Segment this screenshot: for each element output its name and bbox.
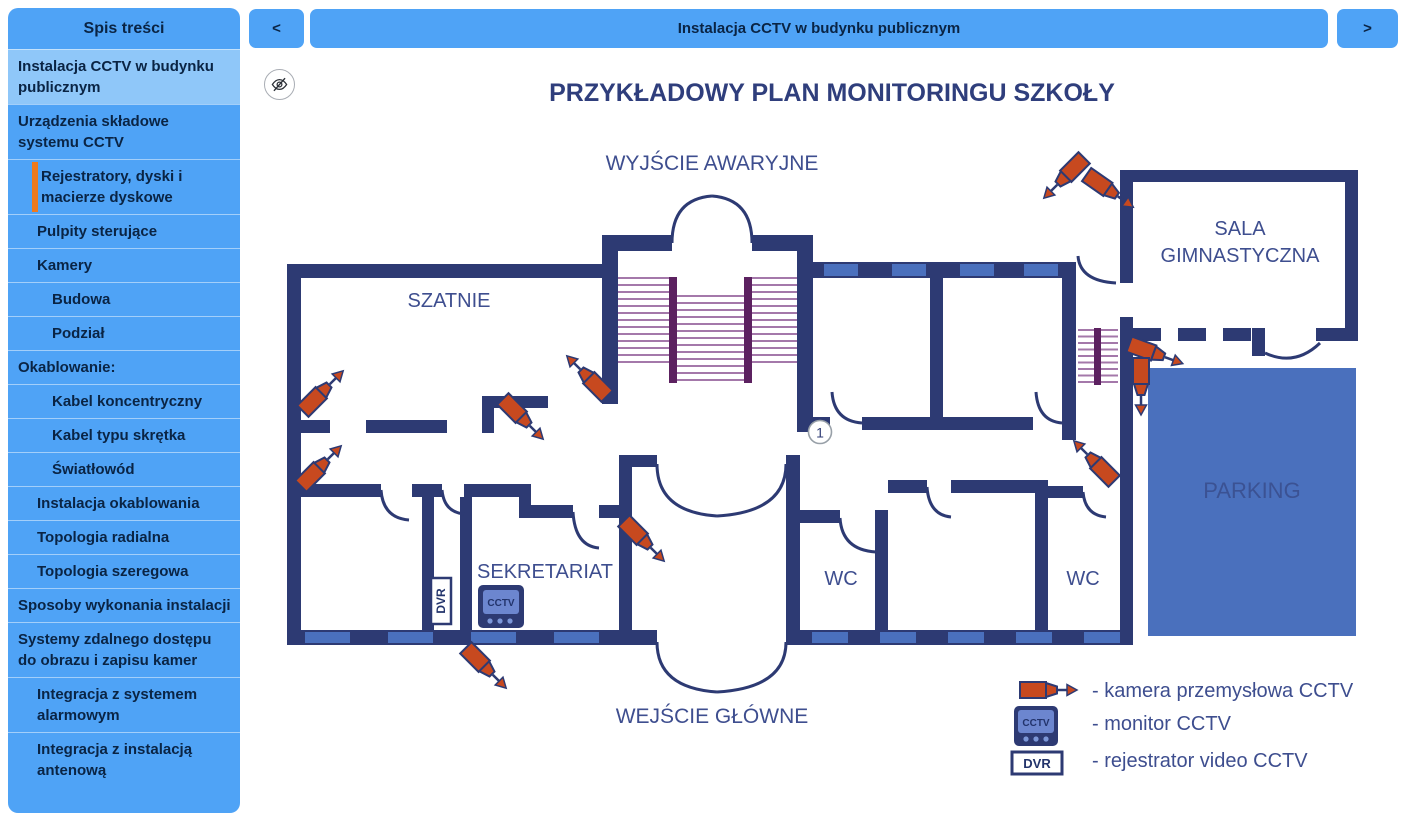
- room-label-wc-left: WC: [824, 568, 857, 590]
- sidebar-item-instalacja-cctv[interactable]: Instalacja CCTV w budynku publicznym: [8, 49, 240, 104]
- sidebar-item-okablowanie[interactable]: Okablowanie:: [8, 350, 240, 384]
- next-button[interactable]: >: [1337, 9, 1398, 48]
- cctv-monitor: CCTV: [478, 585, 524, 628]
- sidebar-item-kabel-koncentryczny[interactable]: Kabel koncentryczny: [8, 384, 240, 418]
- main-staircase: [618, 277, 797, 383]
- cctv-camera-icon: [295, 363, 351, 419]
- cctv-camera-icon: [1018, 680, 1079, 700]
- room-label-parking: PARKING: [1203, 478, 1300, 503]
- prev-button[interactable]: <: [249, 9, 304, 48]
- cctv-camera-icon: [1066, 433, 1122, 489]
- legend-monitor-screen-text: CCTV: [1022, 718, 1050, 729]
- room-label-cloakroom: SZATNIE: [408, 290, 491, 312]
- room-label-main-entrance: WEJŚCIE GŁÓWNE: [616, 704, 809, 728]
- room-label-wc-right: WC: [1066, 568, 1099, 590]
- dvr-recorder: DVR: [429, 576, 453, 626]
- sidebar-item-topologia-szeregowa[interactable]: Topologia szeregowa: [8, 554, 240, 588]
- table-of-contents-sidebar: Spis treści Instalacja CCTV w budynku pu…: [8, 8, 240, 813]
- room-label-gym-line2: GIMNASTYCZNA: [1161, 245, 1321, 267]
- room-label-emergency-exit: WYJŚCIE AWARYJNE: [606, 151, 819, 175]
- sidebar-item-instalacja-okablowania[interactable]: Instalacja okablowania: [8, 486, 240, 520]
- hide-labels-button[interactable]: [264, 69, 295, 100]
- sidebar-item-budowa[interactable]: Budowa: [8, 282, 240, 316]
- sidebar-item-integracja-antena[interactable]: Integracja z instalacją antenową: [8, 732, 240, 787]
- hotspot-1-number: 1: [816, 425, 824, 441]
- legend-dvr-label: - rejestrator video CCTV: [1092, 750, 1308, 772]
- sidebar-item-sposoby-wykonania[interactable]: Sposoby wykonania instalacji: [8, 588, 240, 622]
- cctv-camera-icon: [1036, 150, 1092, 206]
- sidebar-item-urzadzenia-skladowe[interactable]: Urządzenia składowe systemu CCTV: [8, 104, 240, 159]
- parking-area: [1148, 368, 1356, 636]
- sidebar-item-systemy-zdalnego[interactable]: Systemy zdalnego dostępu do obrazu i zap…: [8, 622, 240, 677]
- legend-dvr-box-text: DVR: [1023, 756, 1051, 771]
- toc-title: Spis treści: [83, 19, 165, 37]
- page-title-bar: Instalacja CCTV w budynku publicznym: [310, 9, 1328, 48]
- door-arcs: [379, 194, 1322, 694]
- sidebar-item-swiatlowod[interactable]: Światłowód: [8, 452, 240, 486]
- sidebar-item-topologia-radialna[interactable]: Topologia radialna: [8, 520, 240, 554]
- room-label-secretariat: SEKRETARIAT: [477, 561, 613, 583]
- legend-camera-label: - kamera przemysłowa CCTV: [1092, 680, 1354, 702]
- eye-off-icon: [271, 77, 288, 92]
- cctv-camera-icon: [458, 640, 514, 696]
- plan-title: PRZYKŁADOWY PLAN MONITORINGU SZKOŁY: [549, 79, 1115, 107]
- sidebar-item-pulpity[interactable]: Pulpity sterujące: [8, 214, 240, 248]
- monitor-screen-label: CCTV: [487, 598, 515, 609]
- sidebar-item-integracja-alarm[interactable]: Integracja z systemem alarmowym: [8, 677, 240, 732]
- dvr-label: DVR: [434, 588, 448, 614]
- cctv-camera-icon: [1131, 356, 1151, 417]
- room-label-gym-line1: SALA: [1214, 218, 1266, 240]
- dvr-recorder-icon: DVR: [1010, 750, 1064, 776]
- side-staircase: [1078, 328, 1118, 385]
- sidebar-item-podzial[interactable]: Podział: [8, 316, 240, 350]
- hotspot-1[interactable]: 1: [807, 419, 833, 445]
- sidebar-item-kabel-skretka[interactable]: Kabel typu skrętka: [8, 418, 240, 452]
- cctv-monitor-icon: CCTV: [1014, 706, 1058, 746]
- walls: [287, 170, 1358, 645]
- sidebar-item-rejestratory[interactable]: Rejestratory, dyski i macierze dyskowe: [8, 159, 240, 214]
- sidebar-item-kamery[interactable]: Kamery: [8, 248, 240, 282]
- legend-monitor-label: - monitor CCTV: [1092, 713, 1232, 735]
- legend: - kamera przemysłowa CCTV CCTV - monitor…: [1010, 680, 1354, 776]
